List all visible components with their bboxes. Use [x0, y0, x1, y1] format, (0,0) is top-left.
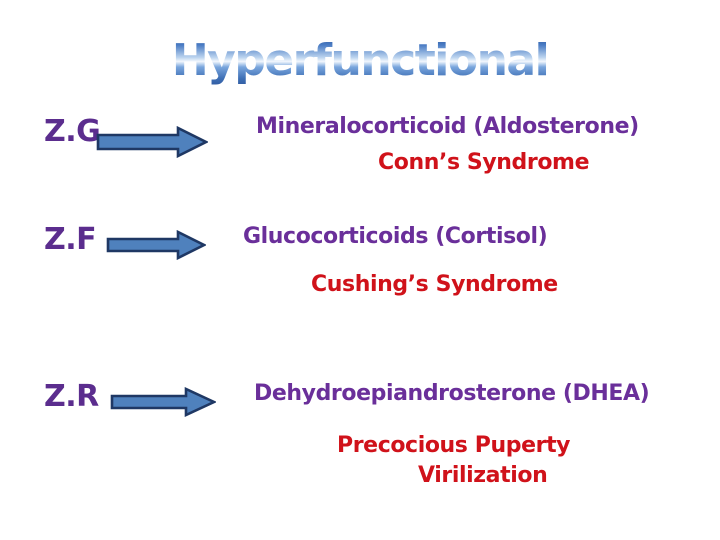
right-block-arrow-icon — [106, 230, 206, 260]
page-title: Hyperfunctional — [0, 36, 720, 86]
zone-label-zg: Z.G — [44, 114, 101, 149]
zone-label-zr: Z.R — [44, 379, 99, 414]
zone-row-zr: Z.R Dehydroepiandrosterone (DHEA) Precoc… — [0, 375, 720, 515]
zone-row-zg: Z.G Mineralocorticoid (Aldosterone) Conn… — [0, 108, 720, 208]
disease-name-zr-2: Virilization — [418, 463, 548, 488]
right-block-arrow-icon — [96, 126, 208, 158]
hormone-name-zf: Glucocorticoids (Cortisol) — [243, 224, 548, 249]
zone-row-zf: Z.F Glucocorticoids (Cortisol) Cushing’s… — [0, 218, 720, 318]
hormone-name-zg: Mineralocorticoid (Aldosterone) — [256, 114, 639, 139]
zone-label-zf: Z.F — [44, 222, 97, 257]
disease-name-zr-1: Precocious Puperty — [337, 433, 571, 458]
right-block-arrow-icon — [110, 387, 216, 417]
hormone-name-zr: Dehydroepiandrosterone (DHEA) — [254, 381, 650, 406]
disease-name-zf-1: Cushing’s Syndrome — [311, 272, 558, 297]
disease-name-zg-1: Conn’s Syndrome — [378, 150, 590, 175]
